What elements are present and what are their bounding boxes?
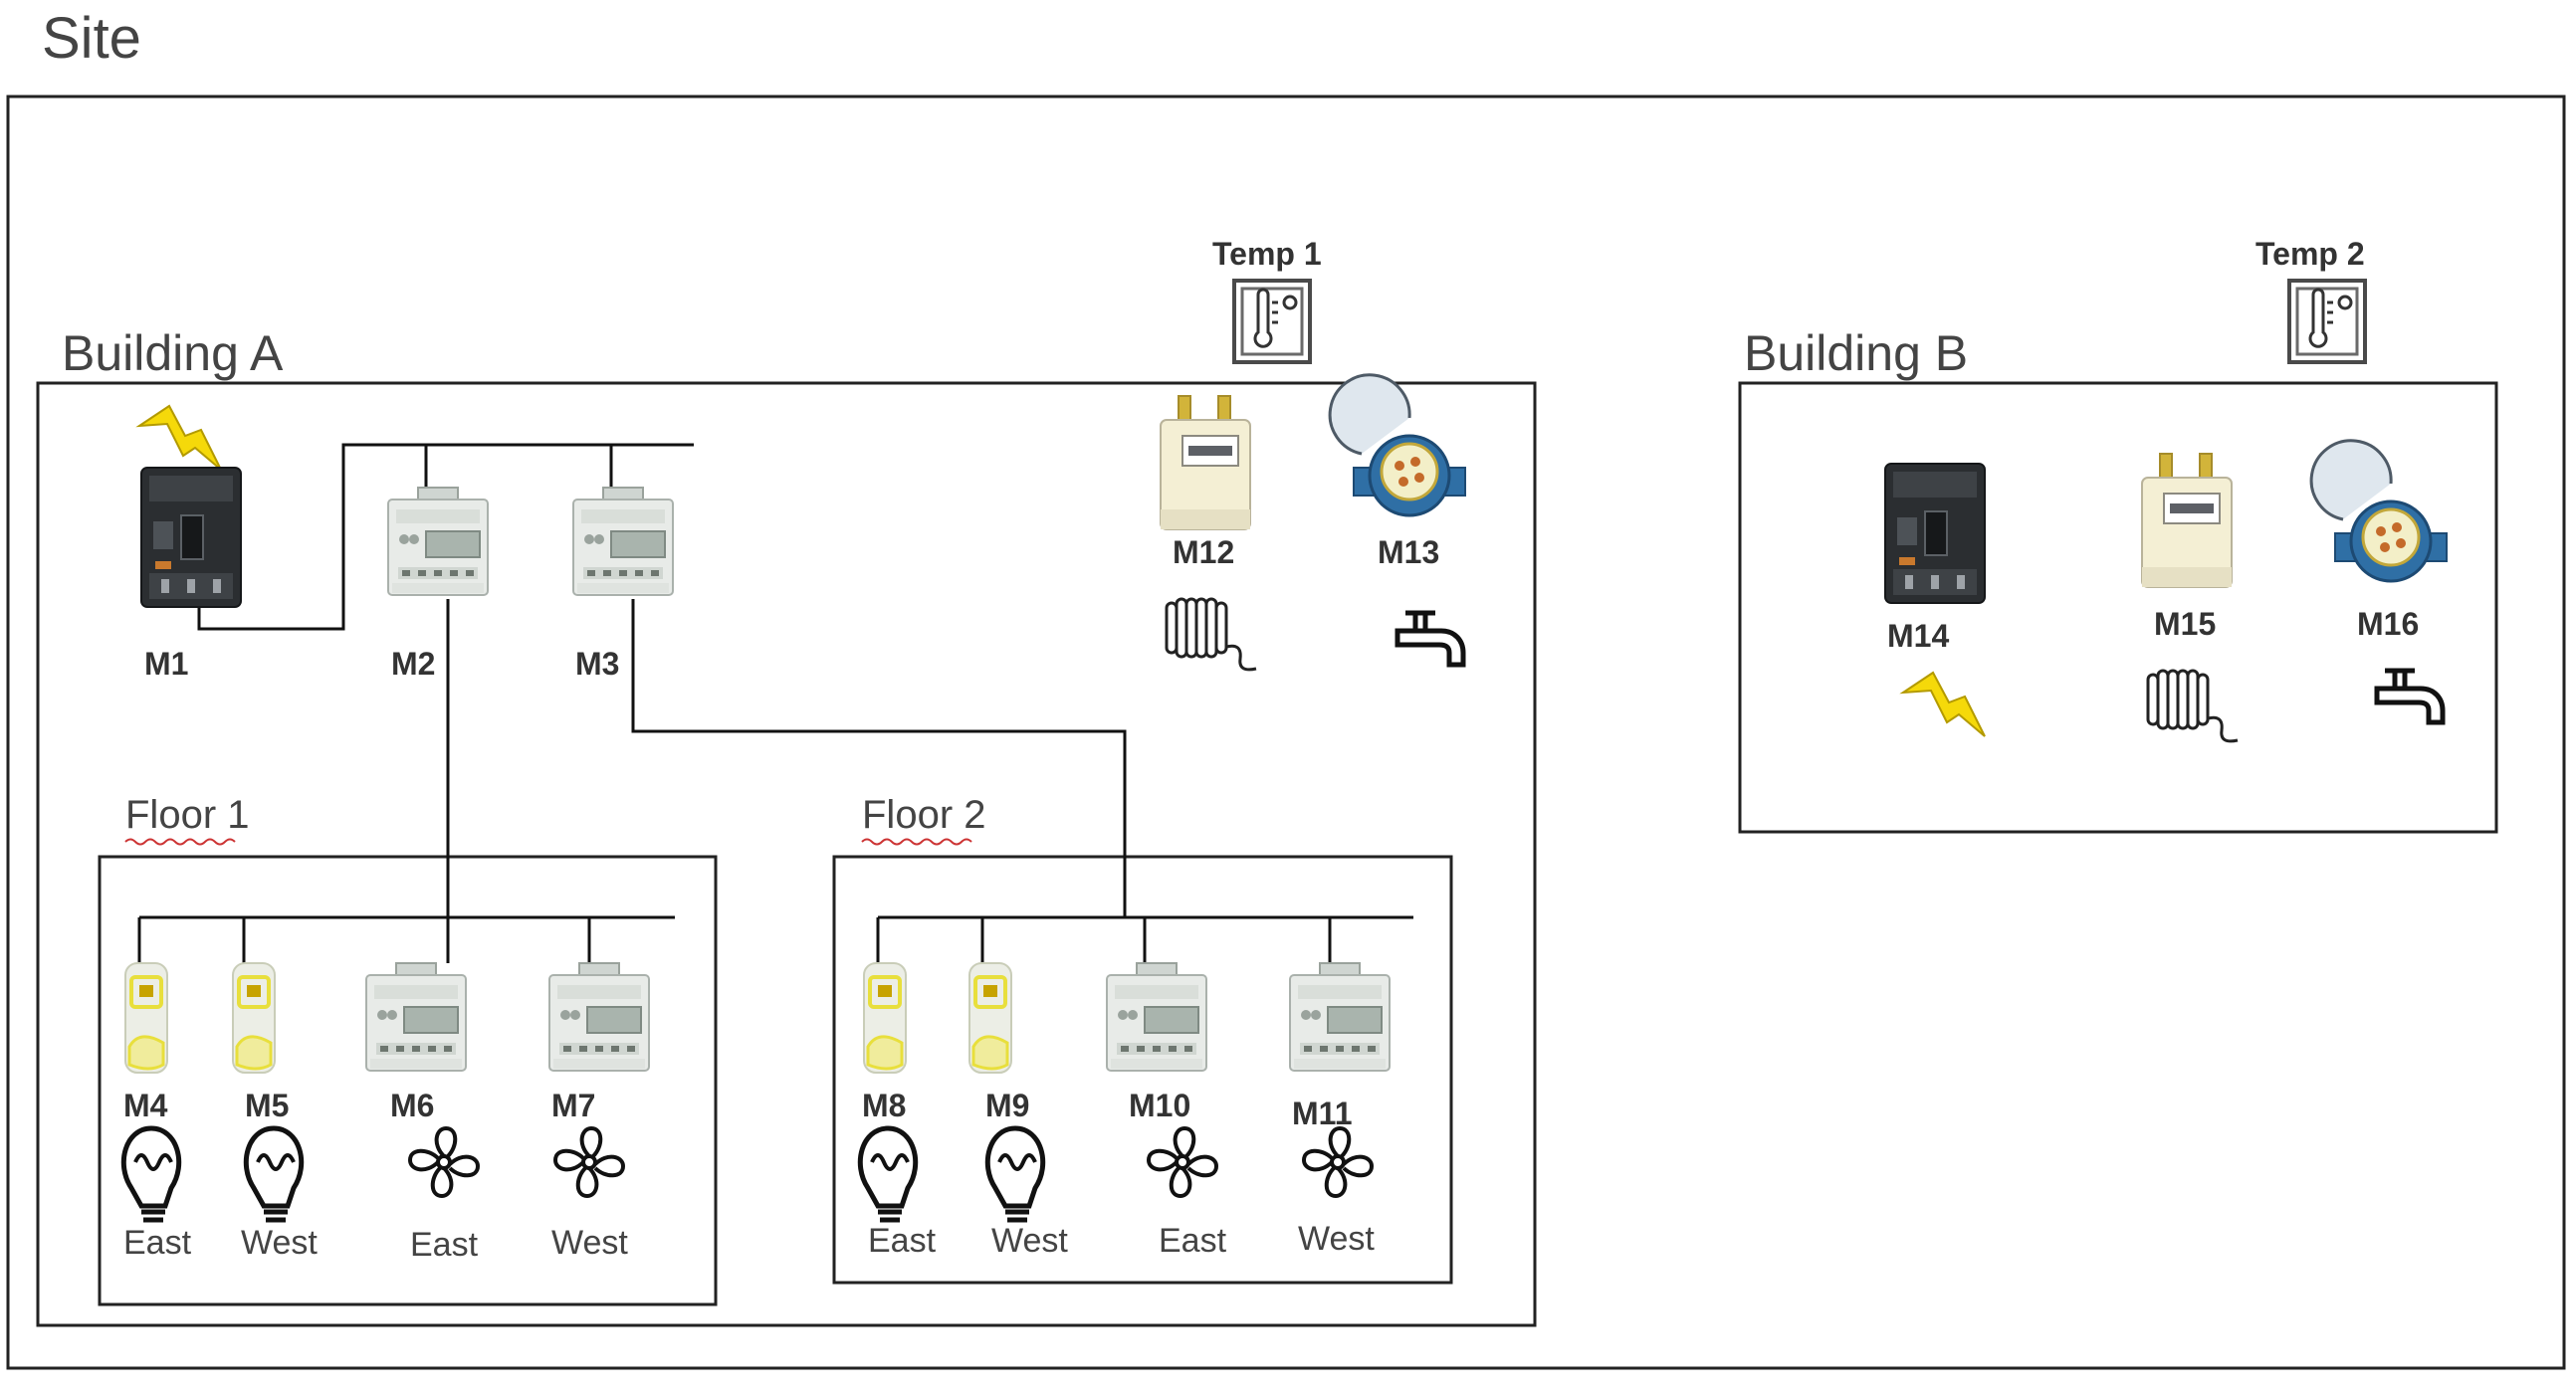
m10-power-meter[interactable] <box>1106 962 1207 1072</box>
floor-1-title-underline <box>124 838 236 846</box>
m9-label: M9 <box>985 1088 1029 1123</box>
m11-power-meter[interactable] <box>1289 962 1391 1072</box>
m8-label: M8 <box>862 1088 906 1123</box>
m3-label: M3 <box>575 646 619 682</box>
site-box <box>6 95 2566 1370</box>
m8-small-meter[interactable] <box>862 961 908 1075</box>
m3-power-meter[interactable] <box>572 487 674 596</box>
building-b-box <box>1738 381 2498 834</box>
thermometer-icon[interactable] <box>1232 279 1312 364</box>
floor-2-title-underline <box>861 838 972 846</box>
floor-1-title: Floor 1 <box>125 793 250 837</box>
m7-label: M7 <box>551 1088 595 1123</box>
m2-label: M2 <box>391 646 435 682</box>
temp1-label: Temp 1 <box>1212 236 1322 272</box>
floor-2-title: Floor 2 <box>862 793 986 837</box>
m14-circuit-breaker[interactable] <box>1884 463 1986 604</box>
m14-label: M14 <box>1887 618 1949 654</box>
m10-zone: East <box>1159 1222 1227 1260</box>
radiator-icon <box>2146 669 2240 743</box>
m9-small-meter[interactable] <box>967 961 1013 1075</box>
lightning-icon <box>138 405 222 471</box>
m16-label: M16 <box>2357 606 2419 642</box>
m7-zone: West <box>551 1224 628 1262</box>
m1-label: M1 <box>144 646 188 682</box>
lightbulb-icon <box>246 1128 301 1220</box>
m11-zone: West <box>1298 1220 1375 1258</box>
lightbulb-icon <box>987 1128 1042 1220</box>
m10-label: M10 <box>1129 1088 1190 1123</box>
wiring <box>137 443 1413 963</box>
m16-water-meter[interactable] <box>2309 439 2449 583</box>
m4-label: M4 <box>123 1088 168 1123</box>
m13-label: M13 <box>1378 534 1439 570</box>
radiator-icon <box>1165 597 1258 672</box>
temp2-label: Temp 2 <box>2255 236 2365 272</box>
m5-small-meter[interactable] <box>231 961 277 1075</box>
m1-circuit-breaker[interactable] <box>140 467 242 608</box>
fan-icon <box>408 1126 480 1198</box>
m5-label: M5 <box>245 1088 289 1123</box>
m2-power-meter[interactable] <box>387 487 489 596</box>
lightning-icon <box>1902 672 1986 737</box>
m7-power-meter[interactable] <box>548 962 650 1072</box>
m6-power-meter[interactable] <box>365 962 467 1072</box>
m13-water-meter[interactable] <box>1328 373 1467 517</box>
m8-zone: East <box>868 1222 937 1260</box>
m6-zone: East <box>410 1226 479 1264</box>
m6-label: M6 <box>390 1088 434 1123</box>
m9-zone: West <box>991 1222 1068 1260</box>
site-title: Site <box>42 6 141 71</box>
m12-gas-meter[interactable] <box>1160 395 1251 530</box>
thermometer-icon[interactable] <box>2287 279 2367 364</box>
m15-label: M15 <box>2154 606 2216 642</box>
fan-icon <box>1147 1126 1218 1198</box>
m4-zone: East <box>123 1224 192 1262</box>
building-a-box <box>36 381 1537 1327</box>
m11-label: M11 <box>1292 1096 1352 1131</box>
m15-gas-meter[interactable] <box>2141 453 2233 588</box>
m12-label: M12 <box>1173 534 1234 570</box>
m5-zone: West <box>241 1224 318 1262</box>
fan-icon <box>1302 1126 1374 1198</box>
fan-icon <box>553 1126 625 1198</box>
faucet-icon <box>1397 613 1463 665</box>
faucet-icon <box>2377 671 2443 722</box>
lightbulb-icon <box>860 1128 915 1220</box>
building-b-title: Building B <box>1744 325 1968 381</box>
floor-2-box <box>832 855 1453 1285</box>
building-a-title: Building A <box>62 325 284 381</box>
floor-1-box <box>98 855 718 1306</box>
lightbulb-icon <box>123 1128 178 1220</box>
m4-small-meter[interactable] <box>123 961 169 1075</box>
